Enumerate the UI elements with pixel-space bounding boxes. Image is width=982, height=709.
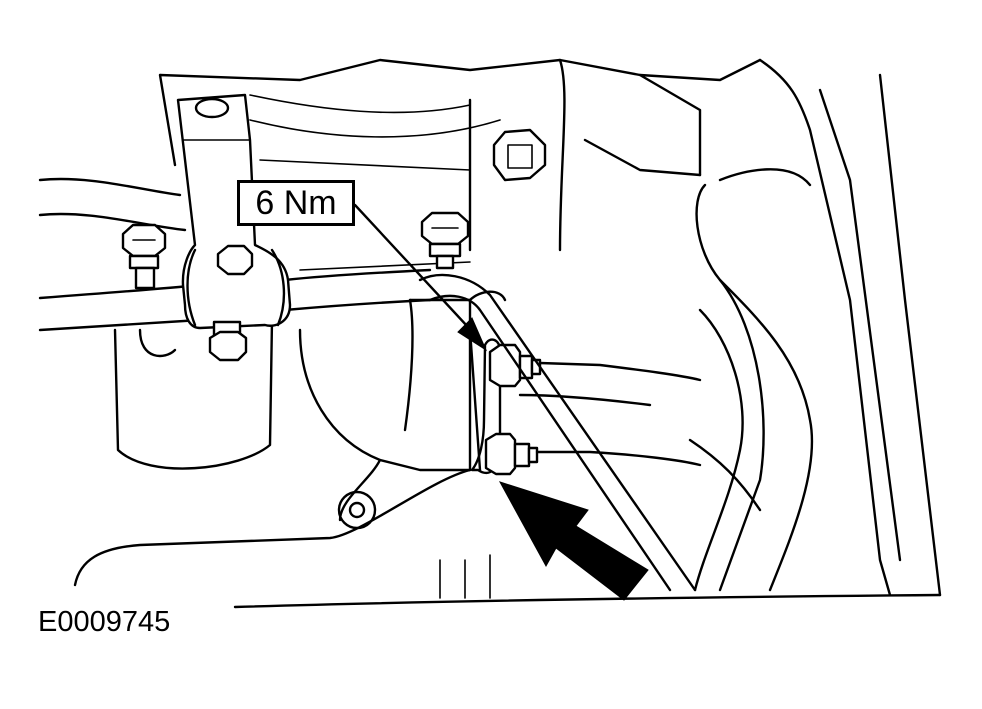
- terminal-nut-lower: [484, 432, 539, 476]
- callout-leader: [353, 203, 488, 352]
- torque-callout: 6 Nm: [237, 180, 355, 226]
- frame-bottom-line: [233, 593, 942, 609]
- starter-motor-body: [73, 290, 507, 599]
- bolt-clamp-lower: [208, 320, 248, 362]
- mounting-bracket: [176, 93, 292, 330]
- cables: [518, 168, 814, 592]
- terminal-nut-upper: [488, 343, 542, 388]
- bolt-left: [121, 223, 167, 290]
- bolt-top: [492, 128, 547, 182]
- figure-id: E0009745: [38, 606, 171, 638]
- torque-value: 6 Nm: [255, 184, 337, 222]
- arrow-pointer: [498, 481, 649, 601]
- diagonal-rod: [418, 273, 697, 592]
- bolt-clamp-upper: [216, 244, 254, 276]
- bolt-center: [420, 211, 470, 270]
- engine-block-outline: [38, 58, 942, 597]
